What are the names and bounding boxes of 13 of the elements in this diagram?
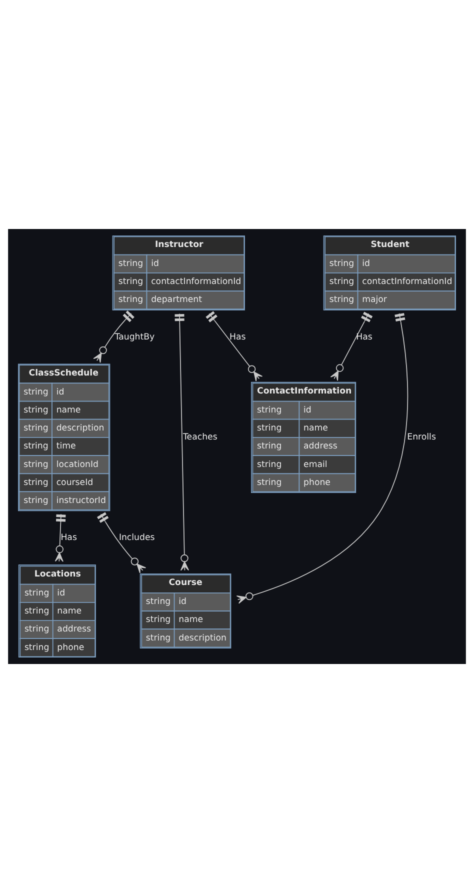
connector: [54, 514, 66, 562]
edge-label: Includes: [118, 532, 155, 543]
connector: [93, 310, 134, 363]
edge-label: Has: [60, 532, 77, 543]
edge-label: Enrolls: [407, 432, 436, 443]
edge-label: Has: [230, 332, 246, 342]
connector: [236, 313, 408, 604]
edge-label: Teaches: [183, 432, 218, 443]
edge-label: Has: [356, 332, 372, 342]
connector: [97, 512, 146, 574]
edge-label: TaughtBy: [114, 332, 155, 342]
connector: [206, 311, 263, 382]
connector: [330, 312, 373, 381]
